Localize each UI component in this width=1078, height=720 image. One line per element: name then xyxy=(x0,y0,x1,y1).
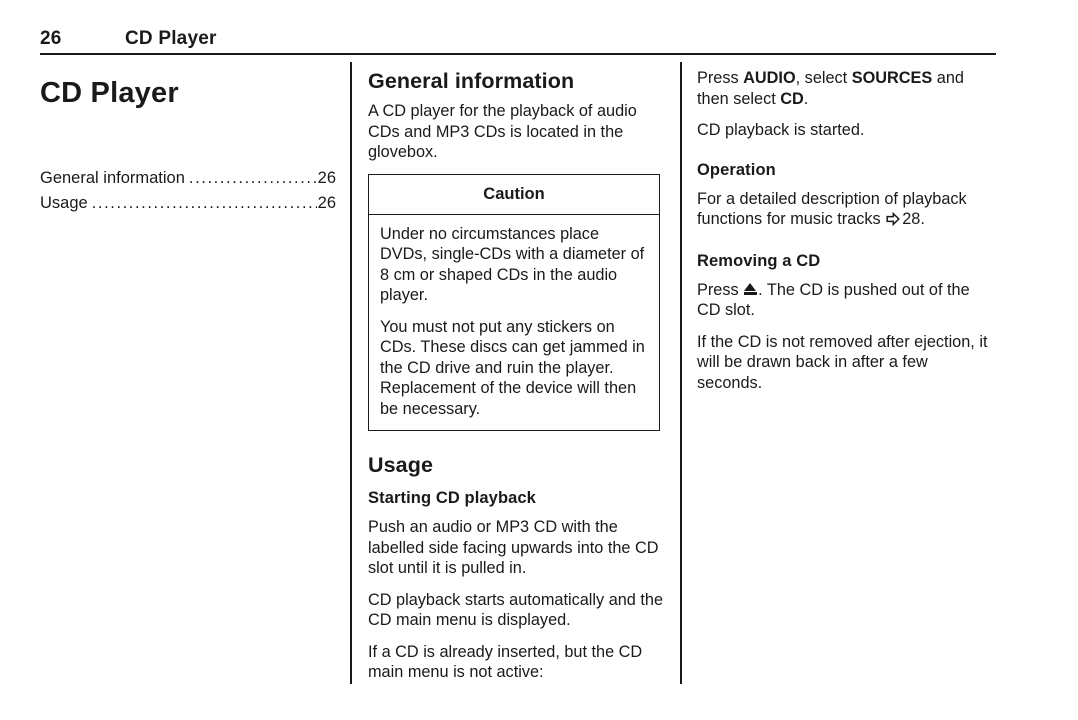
removing-instruction: Press . The CD is pushed out of the CD s… xyxy=(697,280,995,321)
header-chapter-title: CD Player xyxy=(125,28,217,49)
section-heading-usage: Usage xyxy=(368,453,434,477)
toc-entry-page: 26 xyxy=(317,194,336,212)
column-divider-left xyxy=(350,62,352,684)
caution-title: Caution xyxy=(369,175,659,215)
usage-paragraph: CD playback starts automatically and the… xyxy=(368,590,664,630)
usage-paragraph: If a CD is already inserted, but the CD … xyxy=(368,642,643,682)
press-audio-prefix: Press xyxy=(697,69,744,87)
press-audio-mid: , select xyxy=(795,69,852,87)
table-of-contents: General information ....................… xyxy=(40,166,336,216)
toc-entry-label: Usage xyxy=(40,194,88,212)
toc-entry-page: 26 xyxy=(317,169,336,187)
removing-paragraph: If the CD is not removed after ejection,… xyxy=(697,332,988,392)
caution-body: Under no circumstances place DVDs, singl… xyxy=(369,215,659,431)
toc-entry-label: General information xyxy=(40,169,185,187)
left-column: CD Player General information ..........… xyxy=(40,68,336,216)
caution-box: Caution Under no circumstances place DVD… xyxy=(368,173,660,431)
press-audio-instruction: Press AUDIO, select SOURCES and then sel… xyxy=(697,68,995,109)
middle-column: General information A CD player for the … xyxy=(368,68,664,683)
press-audio-suffix: . xyxy=(803,89,809,108)
operation-xref-page: 28. xyxy=(902,210,925,228)
subheading-starting-cd-playback: Starting CD playback xyxy=(368,489,536,507)
column-divider-right xyxy=(680,62,682,684)
button-label-cd: CD xyxy=(780,89,804,108)
right-column: Press AUDIO, select SOURCES and then sel… xyxy=(697,68,995,393)
page-header: 26 CD Player xyxy=(40,28,996,54)
general-information-paragraph: A CD player for the playback of audio CD… xyxy=(368,102,637,161)
removing-prefix: Press xyxy=(697,280,744,299)
removing-suffix: . The CD is pushed out of the CD slot. xyxy=(697,280,970,320)
toc-entry[interactable]: General information ....................… xyxy=(40,166,336,191)
operation-paragraph: For a detailed description of playback f… xyxy=(697,189,995,230)
chapter-title: CD Player xyxy=(40,77,179,109)
subheading-operation: Operation xyxy=(697,160,776,179)
press-audio-mid2: and then select xyxy=(697,69,964,108)
button-label-audio: AUDIO xyxy=(743,69,796,87)
eject-icon xyxy=(744,282,758,296)
page-number: 26 xyxy=(40,28,62,49)
section-heading-general-information: General information xyxy=(368,69,575,93)
button-label-sources: SOURCES xyxy=(851,69,933,87)
operation-text: For a detailed description of playback f… xyxy=(697,189,967,229)
toc-entry[interactable]: Usage ..................................… xyxy=(40,191,336,216)
caution-paragraph: Under no circumstances place DVDs, singl… xyxy=(380,224,645,305)
header-rule xyxy=(40,53,996,55)
toc-entry-leader: ........................................… xyxy=(188,169,317,187)
right-arrow-icon xyxy=(886,211,901,227)
toc-entry-leader: ........................................… xyxy=(91,194,317,212)
playback-started-text: CD playback is started. xyxy=(697,121,865,139)
usage-paragraph: Push an audio or MP3 CD with the labelle… xyxy=(368,518,659,577)
subheading-removing-a-cd: Removing a CD xyxy=(697,251,821,270)
caution-paragraph: You must not put any stickers on CDs. Th… xyxy=(380,317,645,418)
